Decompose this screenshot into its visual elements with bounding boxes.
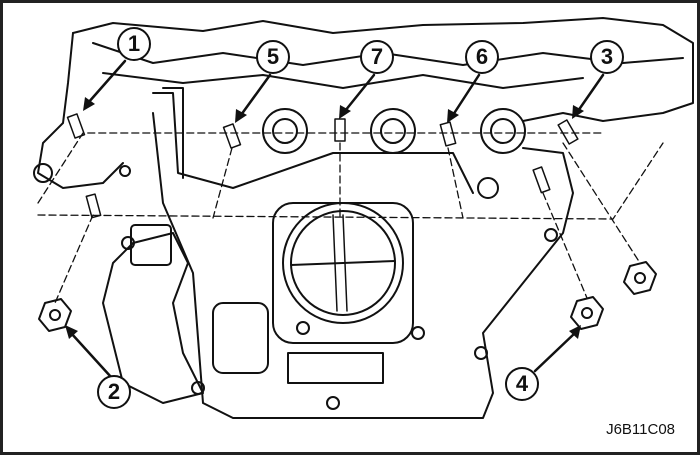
nut-3 [623, 261, 657, 295]
throttle-body [272, 202, 414, 344]
alignment-lines [37, 132, 664, 304]
nut-2 [38, 298, 72, 332]
callout-label: 2 [107, 379, 121, 404]
callout-label: 3 [600, 44, 614, 69]
callout-label: 5 [266, 44, 280, 69]
figure-code: J6B11C08 [606, 421, 675, 438]
callout-7: 7 [360, 40, 394, 74]
callout-label: 1 [127, 31, 141, 56]
callout-2: 2 [97, 375, 131, 409]
intake-manifold-drawing [33, 17, 694, 419]
callout-4: 4 [505, 367, 539, 401]
nut-4 [570, 296, 604, 330]
nuts [38, 261, 657, 332]
callout-label: 6 [475, 44, 489, 69]
callout-label: 4 [515, 371, 529, 396]
intake-manifold [102, 87, 574, 419]
callout-6: 6 [465, 40, 499, 74]
callout-5: 5 [256, 40, 290, 74]
callout-3: 3 [590, 40, 624, 74]
leader-arrows [69, 59, 605, 379]
arrow-heads [65, 97, 584, 339]
callout-label: 7 [370, 44, 384, 69]
callout-1: 1 [117, 27, 151, 61]
